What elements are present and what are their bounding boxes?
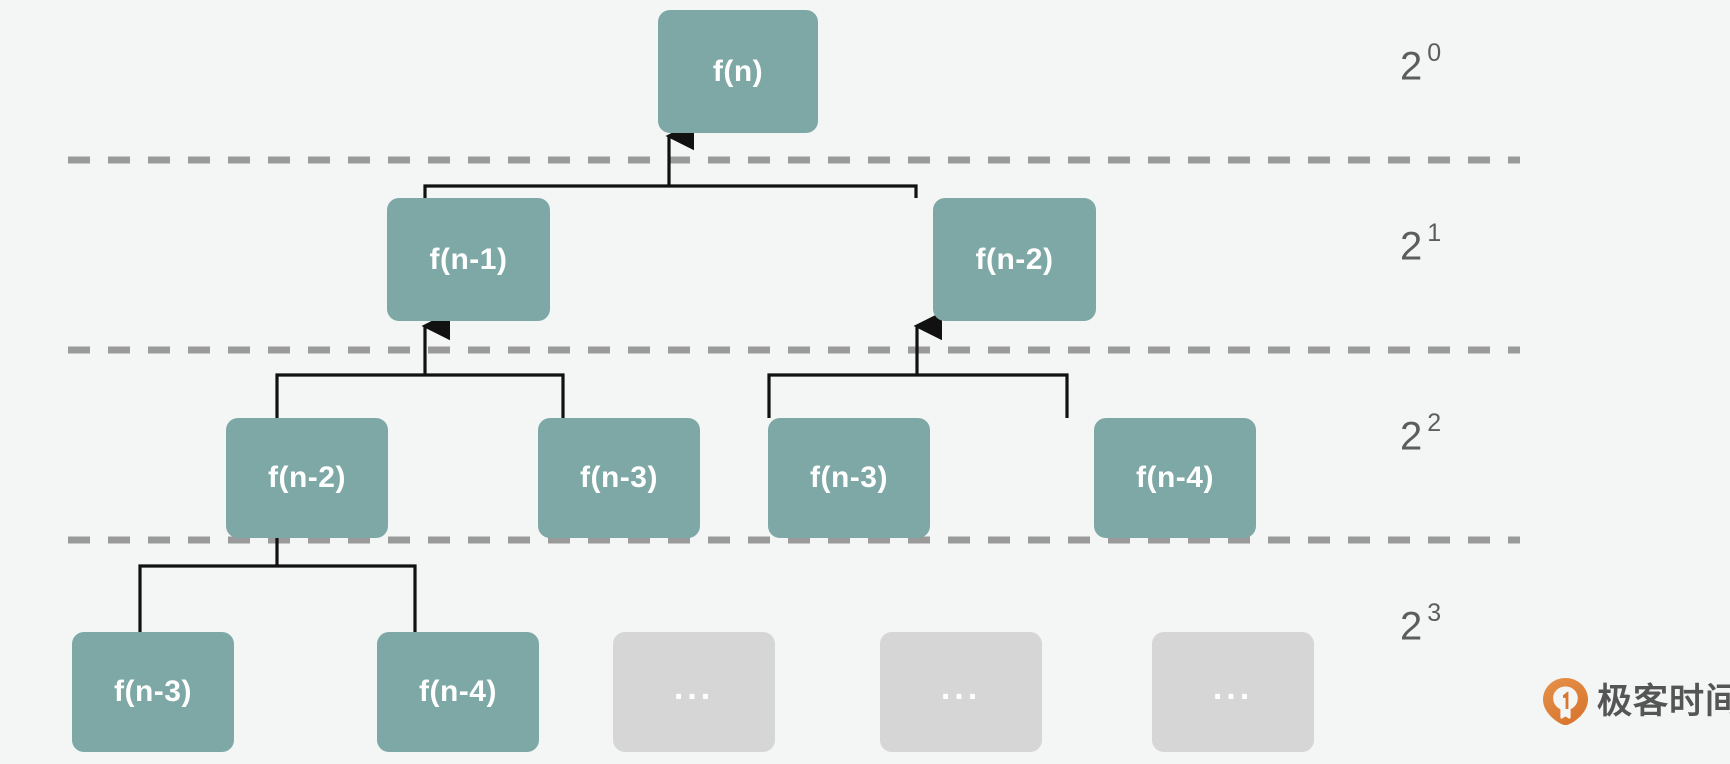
node-level3-0[interactable]: f(n-3) bbox=[72, 632, 234, 752]
node-level0-0[interactable]: f(n) bbox=[658, 10, 818, 133]
node-level2-3[interactable]: f(n-4) bbox=[1094, 418, 1256, 538]
node-label: f(n-3) bbox=[810, 461, 888, 494]
node-level2-1[interactable]: f(n-3) bbox=[538, 418, 700, 538]
node-level1-0[interactable]: f(n-1) bbox=[387, 198, 550, 321]
level-count-base: 2 bbox=[1400, 604, 1423, 649]
node-level2-0[interactable]: f(n-2) bbox=[226, 418, 388, 538]
node-level3-3-placeholder[interactable]: ... bbox=[880, 632, 1042, 752]
level-count-exponent: 1 bbox=[1427, 219, 1442, 247]
brand-name: 极客时间 bbox=[1597, 682, 1730, 721]
level-count-exponent: 3 bbox=[1427, 599, 1442, 627]
brand-watermark: 极客时间 bbox=[1543, 678, 1730, 726]
geektime-logo-icon bbox=[1543, 678, 1588, 726]
connector-fn1-children bbox=[275, 311, 565, 418]
node-label: f(n-4) bbox=[1136, 461, 1214, 494]
node-level2-2[interactable]: f(n-3) bbox=[768, 418, 930, 538]
level-count-exponent: 0 bbox=[1427, 39, 1442, 67]
node-level3-2-placeholder[interactable]: ... bbox=[613, 632, 775, 752]
level-count-exponent: 2 bbox=[1427, 409, 1442, 437]
node-label: ... bbox=[673, 668, 715, 707]
level-count-base: 2 bbox=[1400, 44, 1423, 89]
node-label: f(n-3) bbox=[580, 461, 658, 494]
node-label: f(n-4) bbox=[419, 675, 497, 708]
node-level3-1[interactable]: f(n-4) bbox=[377, 632, 539, 752]
node-label: f(n-2) bbox=[975, 242, 1054, 276]
connector-fn2-children bbox=[767, 311, 1069, 418]
node-label: ... bbox=[940, 668, 982, 707]
node-label: f(n) bbox=[712, 54, 764, 88]
node-level3-4-placeholder[interactable]: ... bbox=[1152, 632, 1314, 752]
level-count-base: 2 bbox=[1400, 224, 1423, 269]
node-label: f(n-3) bbox=[114, 675, 192, 708]
level-count-base: 2 bbox=[1400, 414, 1423, 459]
connector-fn-children bbox=[423, 121, 918, 198]
node-label: f(n-2) bbox=[268, 461, 346, 494]
node-label: f(n-1) bbox=[429, 242, 508, 276]
node-label: ... bbox=[1212, 668, 1254, 707]
node-level1-1[interactable]: f(n-2) bbox=[933, 198, 1096, 321]
